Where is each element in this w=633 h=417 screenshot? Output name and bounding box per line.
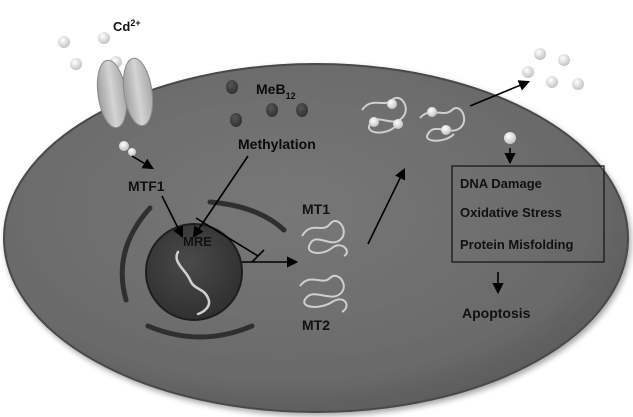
nucleus	[145, 223, 243, 321]
mre-label: MRE	[183, 234, 212, 249]
effect-oxidative-stress: Oxidative Stress	[460, 205, 562, 220]
arrow-complex-to-export	[469, 80, 531, 107]
free-cd-particle	[504, 132, 516, 144]
mt1-protein	[301, 220, 348, 257]
mt-cd-complexes	[361, 97, 466, 142]
cd-ion-label: Cd2+	[113, 18, 141, 34]
er-membranes	[119, 199, 287, 340]
arrow-mt-to-complex	[367, 167, 406, 245]
meb12-molecules	[226, 80, 308, 127]
methylation-label: Methylation	[238, 136, 316, 152]
mt1-label: MT1	[302, 201, 330, 217]
effect-protein-misfolding: Protein Misfolding	[460, 237, 573, 252]
dna-strand	[175, 250, 211, 316]
exported-cd-particles	[522, 48, 584, 90]
inhibition-line	[195, 217, 265, 263]
arrow-cd-to-mtf1	[131, 155, 154, 170]
cell-membrane	[3, 63, 629, 413]
ion-channel	[96, 57, 154, 129]
arrow-mtf1-to-mre	[161, 195, 184, 239]
effect-dna-damage: DNA Damage	[460, 176, 542, 191]
effects-box	[451, 165, 605, 263]
apoptosis-label: Apoptosis	[462, 305, 531, 321]
mt2-protein	[299, 275, 348, 313]
intracellular-cd-particles	[119, 141, 136, 156]
mt2-label: MT2	[302, 317, 330, 333]
mtf1-label: MTF1	[128, 178, 165, 194]
meb12-label: MeB12	[256, 81, 296, 101]
extracellular-cd-particles	[58, 32, 122, 70]
